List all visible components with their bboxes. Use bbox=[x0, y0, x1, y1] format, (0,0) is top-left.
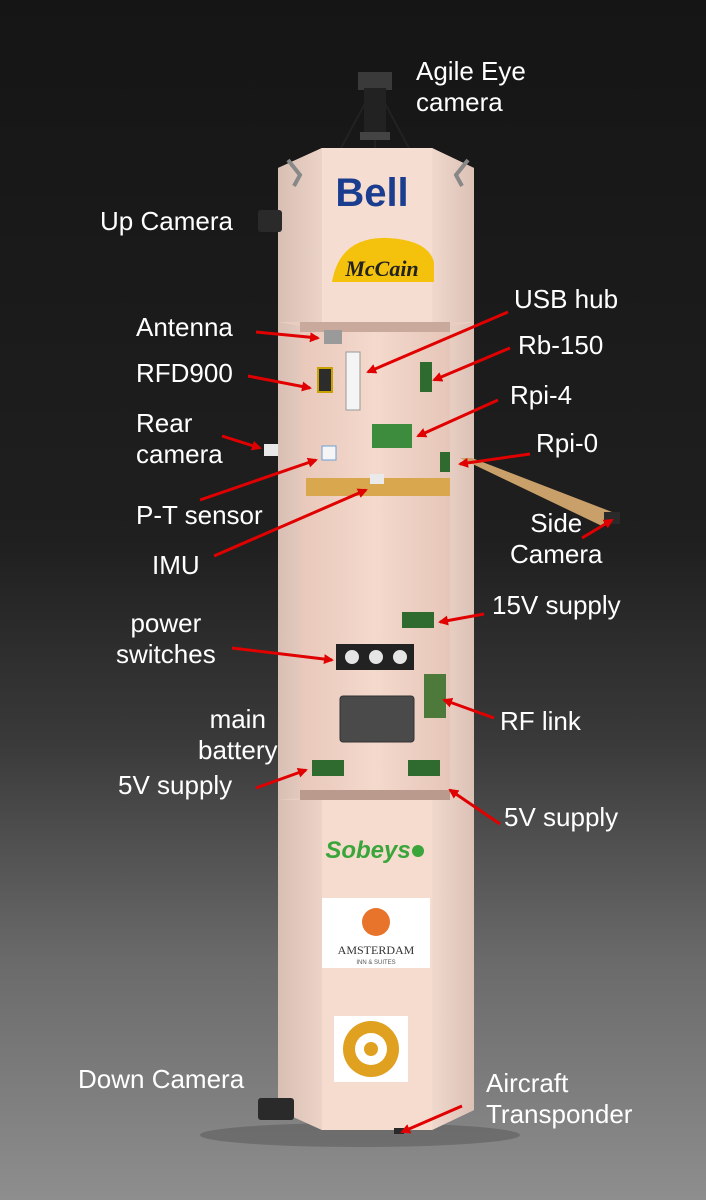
arrow-5v-left bbox=[255, 768, 308, 790]
amsterdam-logo: AMSTERDAM INN & SUITES bbox=[322, 898, 430, 968]
pt-sensor-component bbox=[321, 445, 337, 461]
mccain-logo: McCain bbox=[332, 237, 434, 282]
imu-component bbox=[370, 474, 384, 484]
label-side-camera: Side Camera bbox=[510, 508, 603, 569]
svg-text:McCain: McCain bbox=[344, 256, 418, 281]
hook-left bbox=[286, 158, 303, 187]
label-main-battery: main battery bbox=[198, 704, 278, 765]
usb-hub-component bbox=[345, 351, 361, 411]
label-aircraft-transponder: Aircraft Transponder bbox=[486, 1068, 633, 1129]
svg-text:AMSTERDAM: AMSTERDAM bbox=[338, 943, 415, 957]
svg-text:Sobeys: Sobeys bbox=[325, 837, 410, 864]
imu-shelf bbox=[306, 478, 450, 496]
agile-eye-camera bbox=[339, 72, 411, 151]
label-rear-camera: Rear camera bbox=[136, 408, 223, 469]
antenna-component bbox=[324, 330, 342, 344]
label-rf-link: RF link bbox=[500, 706, 581, 736]
label-agile-eye: Agile Eye camera bbox=[416, 56, 526, 117]
arrow-imu bbox=[213, 488, 368, 558]
rf-link-component bbox=[424, 674, 446, 718]
arrow-rf-link bbox=[442, 698, 495, 720]
svg-text:INN & SUITES: INN & SUITES bbox=[356, 960, 395, 966]
rfd900-component bbox=[317, 367, 333, 393]
label-pt-sensor: P-T sensor bbox=[136, 500, 263, 530]
arrow-5v-right bbox=[448, 788, 501, 826]
floor-shadow bbox=[200, 1123, 520, 1147]
label-up-camera: Up Camera bbox=[100, 206, 233, 236]
arrow-rb150 bbox=[432, 346, 511, 382]
arrow-power-switches bbox=[231, 646, 334, 665]
arrow-15v bbox=[438, 612, 485, 626]
supply-5v-left-component bbox=[312, 760, 344, 776]
label-usb-hub: USB hub bbox=[514, 284, 619, 314]
arrow-transponder bbox=[400, 1104, 463, 1134]
label-15v-supply: 15V supply bbox=[492, 590, 621, 620]
label-imu: IMU bbox=[152, 550, 200, 580]
transponder-component bbox=[394, 1128, 404, 1134]
hook-right bbox=[453, 158, 470, 187]
rpi4-component bbox=[372, 424, 412, 448]
label-power-switches: power switches bbox=[116, 608, 216, 669]
arrow-antenna bbox=[255, 330, 320, 343]
label-antenna: Antenna bbox=[136, 312, 233, 342]
supply-5v-right-component bbox=[408, 760, 440, 776]
arrow-rear-camera bbox=[221, 434, 262, 451]
sobeys-logo: Sobeys bbox=[325, 837, 424, 864]
rpi0-component bbox=[440, 452, 450, 472]
label-down-camera: Down Camera bbox=[78, 1064, 245, 1094]
arrow-usb-hub bbox=[366, 310, 509, 374]
supply-15v-component bbox=[402, 612, 434, 628]
arrows bbox=[199, 310, 614, 1134]
arrow-side-camera bbox=[581, 518, 614, 540]
arrow-rpi0 bbox=[458, 452, 531, 468]
label-5v-supply-right: 5V supply bbox=[504, 802, 619, 832]
bell-logo: Bell bbox=[335, 171, 408, 215]
arrow-rpi4 bbox=[416, 398, 499, 438]
rb150-component bbox=[420, 362, 432, 392]
label-rpi4: Rpi-4 bbox=[510, 380, 573, 410]
arrow-rfd900 bbox=[247, 374, 312, 392]
side-camera-arm bbox=[460, 458, 612, 526]
rear-camera-component bbox=[264, 444, 278, 456]
label-rb150: Rb-150 bbox=[518, 330, 604, 360]
arrow-pt-sensor bbox=[199, 457, 318, 502]
label-5v-supply-left: 5V supply bbox=[118, 770, 233, 800]
power-switches-component bbox=[336, 644, 414, 670]
down-camera bbox=[258, 1098, 294, 1120]
up-camera bbox=[258, 210, 282, 232]
main-battery-component bbox=[339, 695, 415, 743]
label-rfd900: RFD900 bbox=[136, 358, 233, 388]
label-rpi0: Rpi-0 bbox=[536, 428, 599, 458]
rotary-logo bbox=[334, 1016, 408, 1082]
